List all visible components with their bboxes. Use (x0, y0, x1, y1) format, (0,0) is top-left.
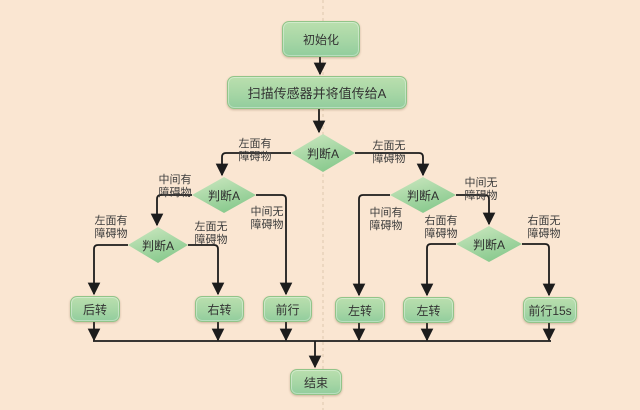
node-turn-left-b-label: 左转 (416, 303, 441, 318)
node-start-label: 初始化 (302, 32, 339, 47)
edge-label-middle-no-obstacle-left: 中间无 障碍物 (250, 206, 284, 231)
edge-label-left-has-obstacle-2: 左面有 障碍物 (94, 215, 128, 240)
node-scan-label: 扫描传感器并将值传给A (247, 86, 387, 101)
connector-d2r-turn-left-a (352, 194, 390, 297)
node-forward-15s: 前行15s (523, 297, 577, 323)
node-scan-sensor: 扫描传感器并将值传给A (227, 76, 407, 109)
edge-label-left-has-obstacle: 左面有 障碍物 (238, 138, 272, 163)
node-turn-right-label: 右转 (207, 302, 232, 317)
node-forward-label: 前行 (275, 302, 300, 317)
node-turn-left-a-label: 左转 (347, 303, 372, 318)
decision-a-left-2-label: 判断A (141, 238, 174, 253)
edge-label-left-no-obstacle-2: 左面无 障碍物 (194, 221, 228, 246)
connector-d2r-d3r (456, 194, 496, 226)
edge-label-right-no-obstacle: 右面无 障碍物 (527, 215, 561, 240)
edge-label-middle-has-obstacle-left: 中间有 障碍物 (158, 174, 192, 199)
node-forward-15s-label: 前行15s (528, 303, 572, 318)
decision-a-right-2-label: 判断A (472, 237, 505, 252)
connector-d2l-d3l (150, 194, 192, 227)
node-turn-back-label: 后转 (82, 302, 107, 317)
node-end: 结束 (290, 369, 342, 395)
edge-label-right-has-obstacle: 右面有 障碍物 (424, 215, 458, 240)
node-forward: 前行 (263, 296, 312, 322)
node-end-label: 结束 (303, 375, 328, 390)
connector-d3l-turn-right (188, 244, 225, 296)
connector-d1-d2r (355, 152, 430, 177)
decision-a-main-label: 判断A (306, 146, 339, 161)
node-turn-left-a: 左转 (335, 297, 385, 323)
connector-d3r-forward15 (522, 243, 556, 297)
decision-a-left-label: 判断A (207, 188, 240, 203)
node-turn-left-b: 左转 (403, 297, 454, 323)
connector-d2l-forward (256, 194, 293, 296)
connector-d3r-turn-left-b (420, 243, 456, 297)
connector-d1-d2l (215, 152, 291, 177)
edge-label-middle-has-obstacle-right: 中间有 障碍物 (369, 207, 403, 232)
connector-d3l-turn-back (87, 244, 128, 296)
edge-label-middle-no-obstacle-right: 中间无 障碍物 (464, 177, 498, 202)
node-start: 初始化 (282, 21, 360, 57)
decision-a-right-label: 判断A (406, 188, 439, 203)
node-turn-back: 后转 (70, 296, 120, 322)
edge-label-left-no-obstacle: 左面无 障碍物 (372, 140, 406, 165)
node-turn-right: 右转 (195, 296, 244, 322)
